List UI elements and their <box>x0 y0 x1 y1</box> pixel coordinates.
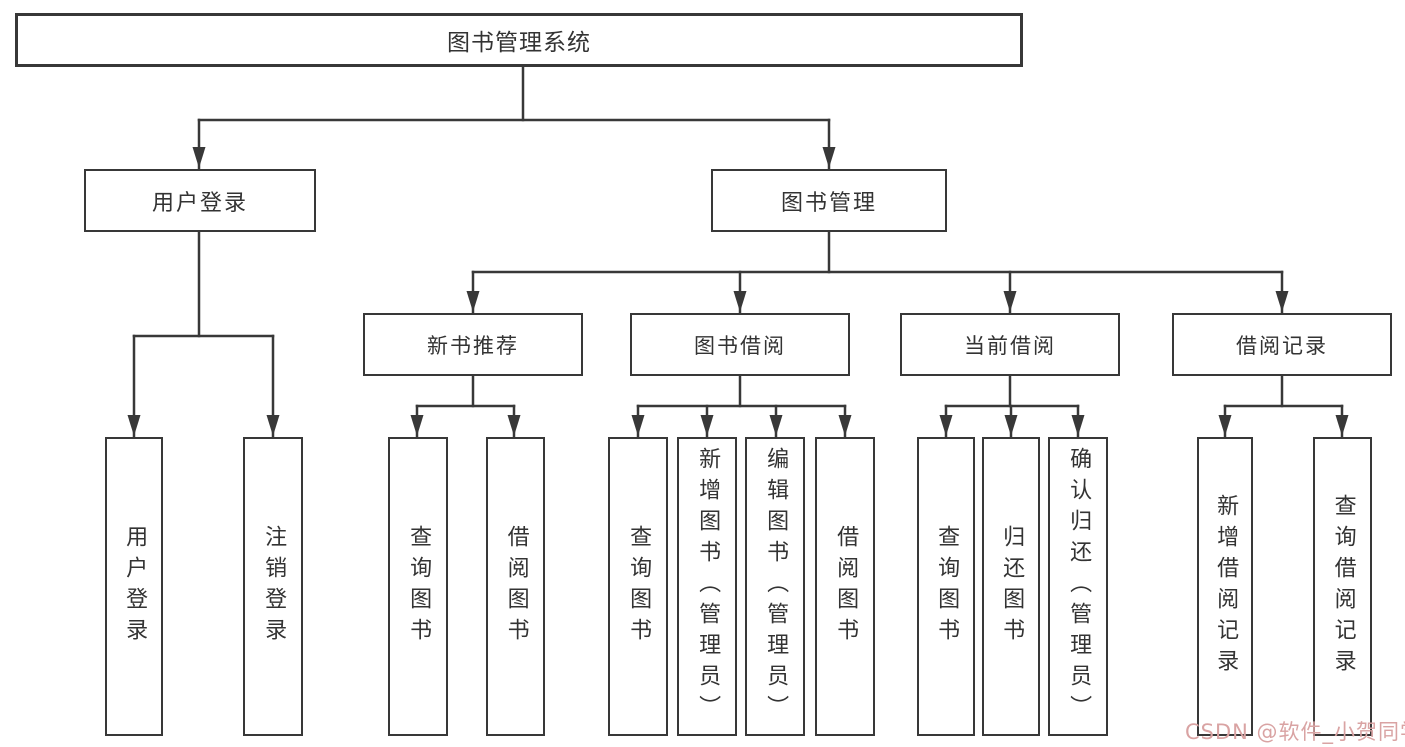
node-label: 借阅记录 <box>1236 333 1328 358</box>
node-bb-add-books-admin: 新增图书（管理员） <box>677 437 737 736</box>
node-label: 编辑图书（管理员） <box>763 447 789 726</box>
node-label: 确认归还（管理员） <box>1066 447 1092 726</box>
node-label: 查询图书 <box>406 524 432 649</box>
node-current-borrow: 当前借阅 <box>900 313 1120 376</box>
node-label: 用户登录 <box>151 190 248 216</box>
node-book-management: 图书管理 <box>711 169 947 232</box>
node-user-login: 用户登录 <box>84 169 316 232</box>
node-logout: 注销登录 <box>243 437 303 736</box>
node-label: 图书管理 <box>780 190 877 216</box>
node-label: 用户登录 <box>122 524 148 649</box>
node-cb-return-books: 归还图书 <box>982 437 1040 736</box>
watermark: CSDN @软件_小贺同学 <box>1185 720 1405 744</box>
node-label: 查询借阅记录 <box>1330 493 1356 680</box>
node-label: 归还图书 <box>999 524 1025 649</box>
node-label: 当前借阅 <box>964 333 1056 358</box>
node-bb-borrow-books: 借阅图书 <box>815 437 875 736</box>
node-label: 查询图书 <box>934 524 960 649</box>
node-borrow-record: 借阅记录 <box>1172 313 1392 376</box>
node-label: 注销登录 <box>261 524 287 649</box>
node-user-login-leaf: 用户登录 <box>105 437 163 736</box>
node-bb-query-books: 查询图书 <box>608 437 668 736</box>
node-label: 借阅图书 <box>833 524 859 649</box>
node-label: 图书管理系统 <box>447 30 591 56</box>
node-label: 查询图书 <box>626 524 652 649</box>
node-cb-confirm-return-admin: 确认归还（管理员） <box>1048 437 1108 736</box>
node-label: 新增借阅记录 <box>1213 493 1239 680</box>
node-br-add-record: 新增借阅记录 <box>1197 437 1253 736</box>
node-nbr-borrow-books: 借阅图书 <box>486 437 545 736</box>
node-label: 图书借阅 <box>694 333 786 358</box>
node-cb-query-books: 查询图书 <box>917 437 975 736</box>
node-label: 新增图书（管理员） <box>695 447 721 726</box>
node-book-borrow: 图书借阅 <box>630 313 850 376</box>
node-bb-edit-books-admin: 编辑图书（管理员） <box>745 437 805 736</box>
node-label: 新书推荐 <box>427 333 519 358</box>
node-label: 借阅图书 <box>503 524 529 649</box>
node-br-query-record: 查询借阅记录 <box>1313 437 1372 736</box>
node-nbr-query-books: 查询图书 <box>388 437 448 736</box>
node-new-book-recommend: 新书推荐 <box>363 313 583 376</box>
node-library-management-system: 图书管理系统 <box>15 13 1023 67</box>
